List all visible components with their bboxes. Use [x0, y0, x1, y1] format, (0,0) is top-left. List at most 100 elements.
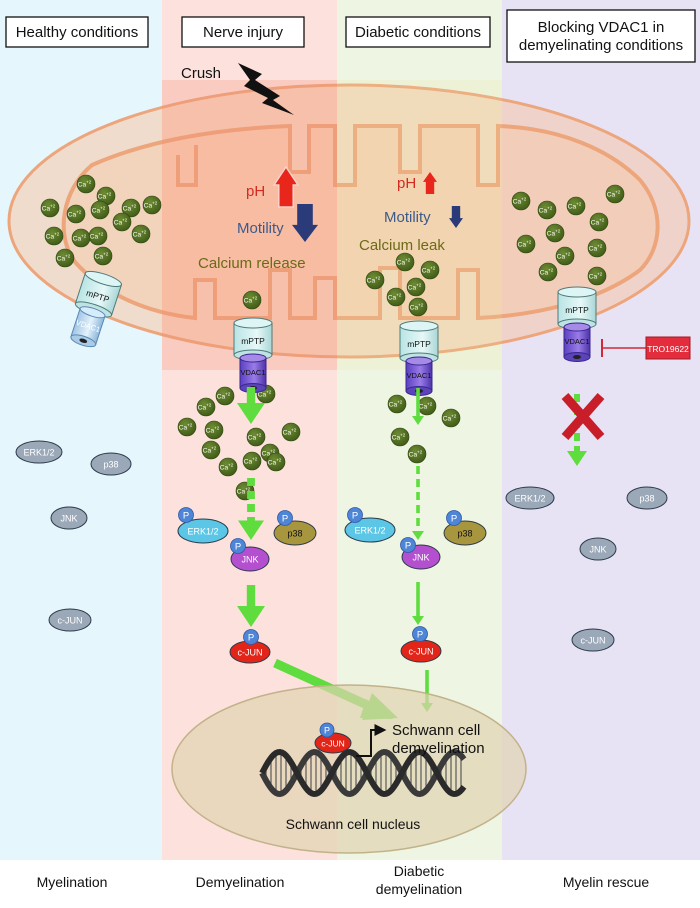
calcium-ion: Ca+2	[537, 200, 557, 220]
motility-label-diabetic: Motility	[384, 209, 431, 226]
calcium-ion: Ca+2	[66, 204, 86, 224]
phosphate-circle	[400, 537, 416, 553]
p38-kinase-rescue: p38	[626, 486, 668, 510]
calcium-ion-label: Ca+2	[217, 392, 231, 401]
calcium-ion-charge: +2	[270, 449, 276, 454]
calcium-ion: Ca+2	[408, 297, 428, 317]
calcium-ion-charge: +2	[228, 463, 234, 468]
calcium-ion-label: Ca+2	[68, 210, 82, 219]
calcium-ion-body	[196, 397, 216, 417]
calcium-ion-body	[406, 277, 426, 297]
calcium-ion-body	[587, 266, 607, 286]
calcium-to-jnk-arrow-diabetic	[412, 466, 424, 540]
calcium-release-arrow	[237, 387, 265, 424]
mptp-top	[233, 317, 273, 329]
label-line: Motility	[384, 209, 431, 226]
mptp-label: mPTP	[241, 336, 265, 346]
inhibitor-label: TRO19622	[647, 344, 689, 354]
calcium-ion: Ca+2	[538, 262, 558, 282]
calcium-ion-label: Ca+2	[57, 254, 71, 263]
calcium-ion-label: Ca+2	[419, 402, 433, 411]
calcium-ion-charge: +2	[131, 204, 137, 209]
p38-kinase-healthy-label: p38	[103, 460, 118, 470]
panel-title-box-2	[181, 16, 305, 48]
cjun-kinase-healthy-label: c-JUN	[58, 616, 83, 626]
calcium-ion-label: Ca+2	[547, 229, 561, 238]
calcium-ion-body	[44, 226, 64, 246]
calcium-ion-charge: +2	[526, 240, 532, 245]
p38-kinase-injury-label: p38	[287, 529, 302, 539]
calcium-ion-charge: +2	[548, 268, 554, 273]
phosphate-badge: P	[347, 507, 363, 523]
mitochondrion-inner-membrane	[61, 123, 660, 321]
calcium-ion-label: Ca+2	[589, 272, 603, 281]
calcium-ion: Ca+2	[390, 427, 410, 447]
vdac1-pore	[79, 338, 88, 344]
phosphate-circle	[230, 538, 246, 554]
calcium-ion: Ca+2	[555, 246, 575, 266]
calcium-ion: Ca+2	[215, 386, 235, 406]
jnk-kinase-healthy-body	[50, 506, 88, 530]
calcium-ion-label: Ca+2	[206, 426, 220, 435]
calcium-ion: Ca+2	[112, 212, 132, 232]
calcium-ion-charge: +2	[416, 283, 422, 288]
p38-kinase-injury: p38	[273, 520, 317, 546]
calcium-ion-label: Ca+2	[95, 252, 109, 261]
calcium-ion-body	[386, 287, 406, 307]
calcium-ion: Ca+2	[242, 290, 262, 310]
calcium-ion: Ca+2	[281, 422, 301, 442]
jnk-to-cjun-arrow-diabetic	[412, 582, 424, 625]
calcium-ion-label: Ca+2	[389, 400, 403, 409]
motility-decrease-arrow-diabetic	[449, 206, 463, 228]
calcium-ion-body	[390, 427, 410, 447]
phosphate-badge: P	[178, 507, 194, 523]
calcium-ion-label: Ca+2	[591, 218, 605, 227]
calcium-ion-charge: +2	[417, 450, 423, 455]
motility-decrease-arrow-injury	[292, 204, 318, 242]
calcium-ion-body	[93, 246, 113, 266]
calcium-ion-body	[516, 234, 536, 254]
calcium-ion-label: Ca+2	[198, 403, 212, 412]
calcium-ion-label: Ca+2	[244, 457, 258, 466]
label-line: Diabetic conditions	[355, 24, 481, 41]
calcium-ion-charge: +2	[547, 206, 553, 211]
p38-kinase-healthy: p38	[90, 452, 132, 476]
p38-kinase-diabetic-label: p38	[457, 529, 472, 539]
calcium-ion: Ca+2	[177, 417, 197, 437]
calcium-ion: Ca+2	[511, 191, 531, 211]
calcium-ion-charge: +2	[214, 426, 220, 431]
calcium-ion: Ca+2	[196, 397, 216, 417]
calcium-ion-label: Ca+2	[244, 296, 258, 305]
calcium-ion: Ca+2	[395, 252, 415, 272]
phosphate-circle	[319, 722, 335, 738]
phosphate-label: P	[405, 541, 411, 552]
calcium-ion-charge: +2	[400, 433, 406, 438]
calcium-ion-body	[121, 198, 141, 218]
phosphate-label: P	[352, 511, 358, 522]
calcium-ion: Ca+2	[406, 277, 426, 297]
calcium-ion-label: Ca+2	[123, 204, 137, 213]
calcium-ion: Ca+2	[71, 228, 91, 248]
calcium-ion-charge: +2	[405, 258, 411, 263]
label-line: demyelination	[392, 740, 485, 757]
calcium-ion-body	[131, 224, 151, 244]
phosphate-label: P	[235, 542, 241, 553]
calcium-ion-body	[408, 297, 428, 317]
inhibitor-box	[645, 336, 691, 360]
label-line: demyelination	[376, 881, 462, 897]
calcium-ion-label: Ca+2	[408, 283, 422, 292]
calcium-ion-charge: +2	[65, 254, 71, 259]
calcium-ion-charge: +2	[418, 303, 424, 308]
nucleus-body	[171, 684, 527, 854]
erk-kinase-rescue-body	[505, 486, 555, 510]
calcium-ion-body	[76, 174, 96, 194]
phosphate-circle	[277, 510, 293, 526]
crista	[176, 145, 198, 187]
cjun-kinase-injury-label: c-JUN	[238, 648, 263, 658]
cjun-kinase-rescue-body	[571, 628, 615, 652]
label-line: Schwann cell	[392, 722, 480, 739]
